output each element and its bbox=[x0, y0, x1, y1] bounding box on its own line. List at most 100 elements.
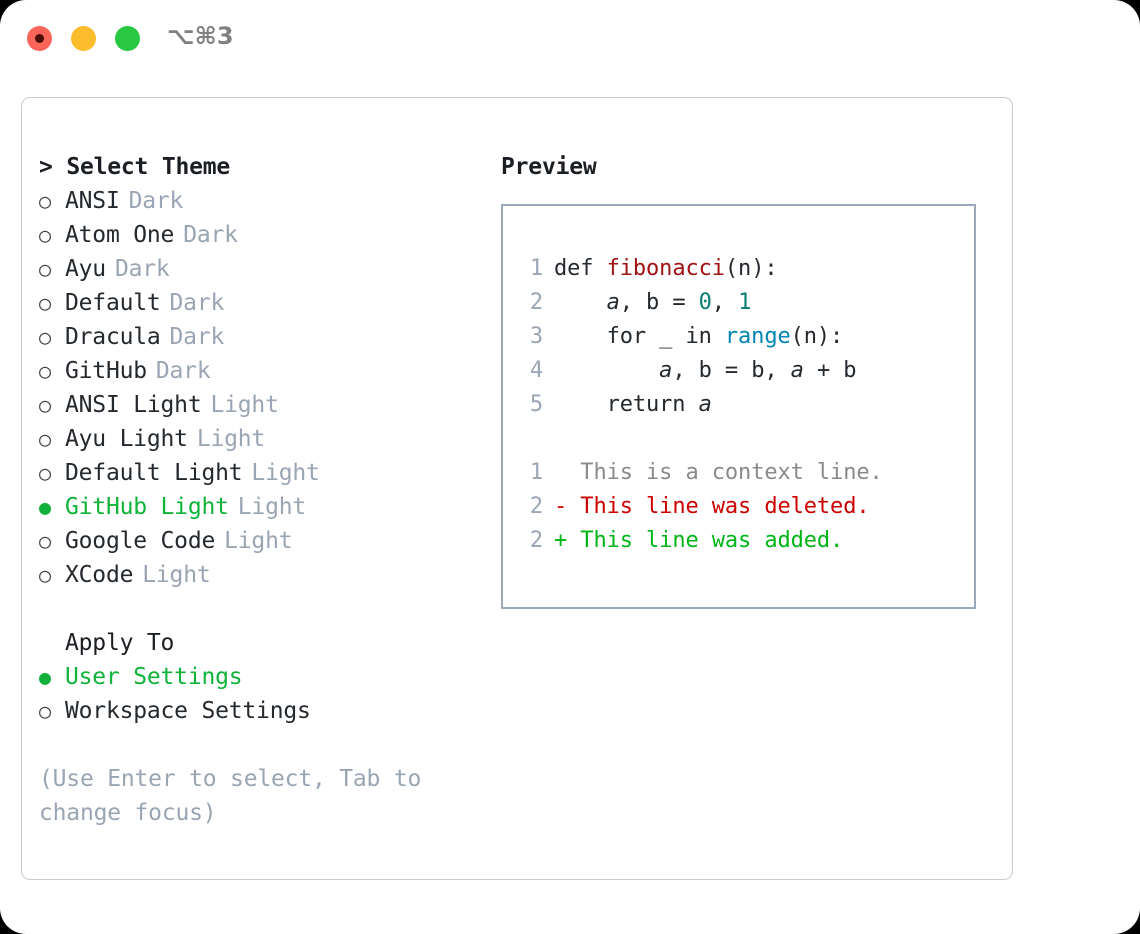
code-line: 1 def fibonacci(n): bbox=[517, 252, 968, 286]
radio-unselected-icon: ○ bbox=[39, 189, 51, 213]
diff-line: 2- This line was deleted. bbox=[517, 490, 968, 524]
apply-to-item[interactable]: ●User Settings bbox=[39, 660, 499, 694]
radio-selected-icon: ● bbox=[39, 665, 51, 689]
code-token bbox=[554, 290, 607, 315]
diff-line-text: This line was deleted. bbox=[567, 494, 870, 519]
close-button-icon[interactable] bbox=[27, 26, 52, 51]
code-token: range bbox=[724, 324, 791, 349]
theme-list-item[interactable]: ○ XCode Light bbox=[39, 558, 499, 592]
apply-to-header: Apply To bbox=[65, 630, 175, 656]
minimize-button-icon[interactable] bbox=[71, 26, 96, 51]
diff-sign: + bbox=[554, 528, 568, 553]
theme-name-label: Default bbox=[65, 290, 161, 316]
title-bar: ⌥⌘3 bbox=[0, 0, 1140, 78]
code-line-text: def fibonacci(n): bbox=[554, 252, 778, 286]
theme-name-label: Default Light bbox=[65, 460, 243, 486]
code-token: 1 bbox=[738, 290, 752, 315]
diff-line: 1 This is a context line. bbox=[517, 456, 968, 490]
code-token: def bbox=[554, 256, 607, 281]
code-line-text: a, b = 0, 1 bbox=[554, 286, 752, 320]
code-token: for _ in bbox=[554, 324, 725, 349]
theme-list-item[interactable]: ○ ANSI Light Light bbox=[39, 388, 499, 422]
theme-name-label: ANSI Light bbox=[65, 392, 202, 418]
theme-list-title: Select Theme bbox=[66, 154, 231, 180]
radio-unselected-icon: ○ bbox=[39, 427, 51, 451]
code-token: , b = bbox=[619, 290, 699, 315]
theme-list-item[interactable]: ○ GitHub Dark bbox=[39, 354, 499, 388]
code-token: return bbox=[554, 392, 699, 417]
maximize-button-icon[interactable] bbox=[115, 26, 140, 51]
theme-name-label: ANSI bbox=[65, 188, 120, 214]
code-token: a bbox=[698, 392, 712, 417]
diff-line-number: 2 bbox=[529, 528, 543, 553]
diff-sign: - bbox=[554, 494, 568, 519]
theme-name-label: Ayu bbox=[65, 256, 106, 282]
keyboard-shortcut-label: ⌥⌘3 bbox=[167, 22, 234, 50]
code-token: (n): bbox=[790, 324, 844, 349]
diff-block: 1 This is a context line.2- This line wa… bbox=[517, 456, 968, 558]
keyboard-hint-text: (Use Enter to select, Tab to change focu… bbox=[39, 766, 422, 826]
radio-unselected-icon: ○ bbox=[39, 699, 51, 723]
theme-variant-label: Light bbox=[237, 494, 307, 520]
theme-name-label: GitHub bbox=[65, 358, 147, 384]
theme-variant-label: Light bbox=[142, 562, 211, 588]
apply-to-label: Workspace Settings bbox=[65, 698, 311, 724]
code-line-text: for _ in range(n): bbox=[554, 320, 844, 354]
prompt-caret-icon: > bbox=[39, 154, 53, 180]
code-token: fibonacci bbox=[606, 256, 725, 281]
theme-variant-label: Dark bbox=[155, 358, 211, 384]
code-token: , bbox=[711, 290, 739, 315]
theme-variant-label: Light bbox=[224, 528, 293, 554]
code-diff-spacer bbox=[517, 422, 968, 456]
diff-line-text: This line was added. bbox=[567, 528, 844, 553]
theme-name-label: XCode bbox=[65, 562, 134, 588]
code-token bbox=[554, 358, 659, 383]
code-token: (n): bbox=[724, 256, 778, 281]
code-token: a bbox=[606, 290, 620, 315]
theme-list-item[interactable]: ○ Atom One Dark bbox=[39, 218, 499, 252]
theme-name-label: Ayu Light bbox=[65, 426, 188, 452]
line-number: 1 bbox=[529, 256, 543, 281]
theme-name-label: Atom One bbox=[65, 222, 175, 248]
code-line: 3 for _ in range(n): bbox=[517, 320, 968, 354]
code-line: 4 a, b = b, a + b bbox=[517, 354, 968, 388]
theme-variant-label: Light bbox=[251, 460, 320, 486]
line-number: 4 bbox=[529, 358, 543, 383]
theme-list-header: > Select Theme bbox=[39, 150, 499, 184]
theme-variant-label: Light bbox=[210, 392, 279, 418]
diff-sign bbox=[554, 456, 567, 490]
theme-variant-label: Dark bbox=[183, 222, 238, 248]
preview-title: Preview bbox=[501, 154, 597, 180]
radio-unselected-icon: ○ bbox=[39, 359, 51, 383]
radio-selected-icon: ● bbox=[39, 495, 51, 519]
code-token: + b bbox=[803, 358, 857, 383]
theme-variant-label: Dark bbox=[169, 290, 225, 316]
radio-unselected-icon: ○ bbox=[39, 223, 51, 247]
radio-unselected-icon: ○ bbox=[39, 393, 51, 417]
code-token: a bbox=[790, 358, 804, 383]
theme-variant-label: Dark bbox=[169, 324, 225, 350]
radio-unselected-icon: ○ bbox=[39, 325, 51, 349]
radio-unselected-icon: ○ bbox=[39, 563, 51, 587]
diff-line: 2 + This line was added. bbox=[517, 524, 968, 558]
diff-line-text: This is a context line. bbox=[567, 460, 883, 485]
apply-to-list: ●User Settings ○ Workspace Settings bbox=[39, 660, 499, 728]
code-line-text: return a bbox=[554, 388, 712, 422]
line-number: 3 bbox=[529, 324, 543, 349]
apply-to-item[interactable]: ○ Workspace Settings bbox=[39, 694, 499, 728]
section-spacer bbox=[39, 592, 499, 626]
